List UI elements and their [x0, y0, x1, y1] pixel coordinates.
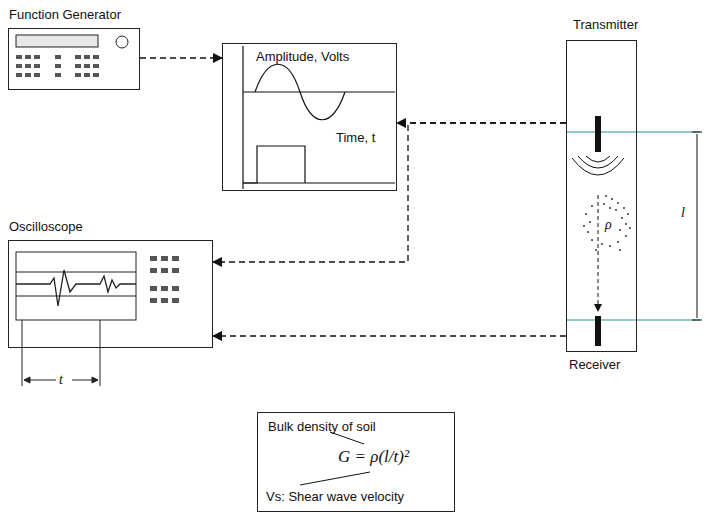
transmitter-receiver-column: TransmitterReceiver: [566, 40, 637, 352]
device-title: Oscilloscope: [9, 219, 83, 234]
dimension-label: l: [680, 205, 686, 221]
note-text: Vs: Shear wave velocity: [266, 489, 404, 504]
function-generator: Function Generator: [8, 28, 140, 90]
formula-text: G = ρ(l/t)²: [338, 447, 409, 467]
signal-connector: [213, 335, 566, 336]
axis-label: Time, t: [336, 130, 375, 145]
note-text: Bulk density of soil: [268, 419, 376, 434]
signal-display: Amplitude, VoltsTime, t: [222, 43, 397, 191]
time-label: t: [58, 372, 64, 388]
device-title: Transmitter: [573, 17, 638, 32]
formula-box: Bulk density of soil G = ρ(l/t)² Vs: Shear…: [257, 412, 455, 512]
oscilloscope-panel: [16, 252, 179, 386]
soil-column: [566, 116, 702, 346]
function-generator-panel: [16, 35, 128, 77]
device-title: Receiver: [569, 357, 620, 372]
signal-plot: [243, 46, 395, 189]
axis-label: Amplitude, Volts: [256, 49, 349, 64]
oscilloscope: Oscilloscope: [8, 240, 213, 348]
device-title: Function Generator: [9, 7, 121, 22]
density-symbol: ρ: [604, 217, 613, 233]
signal-connector: [213, 123, 566, 262]
signal-connector: [140, 57, 222, 58]
